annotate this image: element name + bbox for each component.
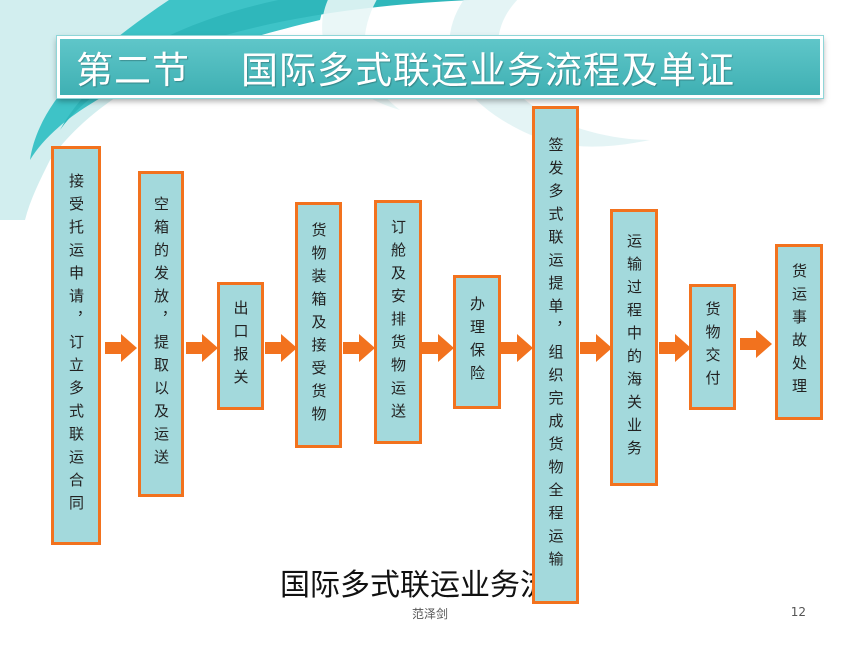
step-6-label: 办理保险 bbox=[468, 296, 486, 388]
step-10-label: 货运事故处理 bbox=[790, 263, 808, 401]
step-5-label: 订舱及安排货物运送 bbox=[389, 218, 407, 426]
arrow-2-icon bbox=[186, 334, 218, 362]
arrow-9-icon bbox=[740, 330, 772, 358]
step-2-label: 空箱的发放，提取以及运送 bbox=[152, 196, 170, 472]
step-7-label: 签发多式联运提单，组织完成货物全程运输 bbox=[546, 136, 565, 574]
arrow-7-icon bbox=[580, 334, 612, 362]
arrow-5-icon bbox=[422, 334, 454, 362]
step-9-box: 货物交付 bbox=[689, 284, 736, 410]
step-10-box: 货运事故处理 bbox=[775, 244, 823, 420]
step-2-box: 空箱的发放，提取以及运送 bbox=[138, 171, 184, 497]
step-8-box: 运输过程中的海关业务 bbox=[610, 209, 658, 486]
step-1-box: 接受托运申请，订立多式联运合同 bbox=[51, 146, 101, 545]
step-3-box: 出口报关 bbox=[217, 282, 264, 410]
page-number: 12 bbox=[790, 605, 806, 619]
step-5-box: 订舱及安排货物运送 bbox=[374, 200, 422, 444]
step-6-box: 办理保险 bbox=[453, 275, 501, 409]
footer-author: 范泽剑 bbox=[411, 607, 448, 621]
title-bar: 第二节 国际多式联运业务流程及单证 bbox=[57, 36, 823, 98]
step-8-label: 运输过程中的海关业务 bbox=[625, 232, 643, 463]
step-1-label: 接受托运申请，订立多式联运合同 bbox=[67, 173, 85, 518]
arrow-8-icon bbox=[659, 334, 691, 362]
arrow-6-icon bbox=[501, 334, 533, 362]
step-4-box: 货物装箱及接受货物 bbox=[295, 202, 342, 448]
step-4-label: 货物装箱及接受货物 bbox=[309, 221, 328, 429]
step-7-box: 签发多式联运提单，组织完成货物全程运输 bbox=[532, 106, 579, 604]
step-3-label: 出口报关 bbox=[231, 300, 250, 392]
arrow-1-icon bbox=[105, 334, 137, 362]
arrow-3-icon bbox=[265, 334, 297, 362]
slide-title: 第二节 国际多式联运业务流程及单证 bbox=[76, 49, 736, 92]
step-9-label: 货物交付 bbox=[703, 301, 722, 393]
diagram-caption: 国际多式联运业务流程 bbox=[280, 568, 580, 603]
arrow-4-icon bbox=[343, 334, 375, 362]
